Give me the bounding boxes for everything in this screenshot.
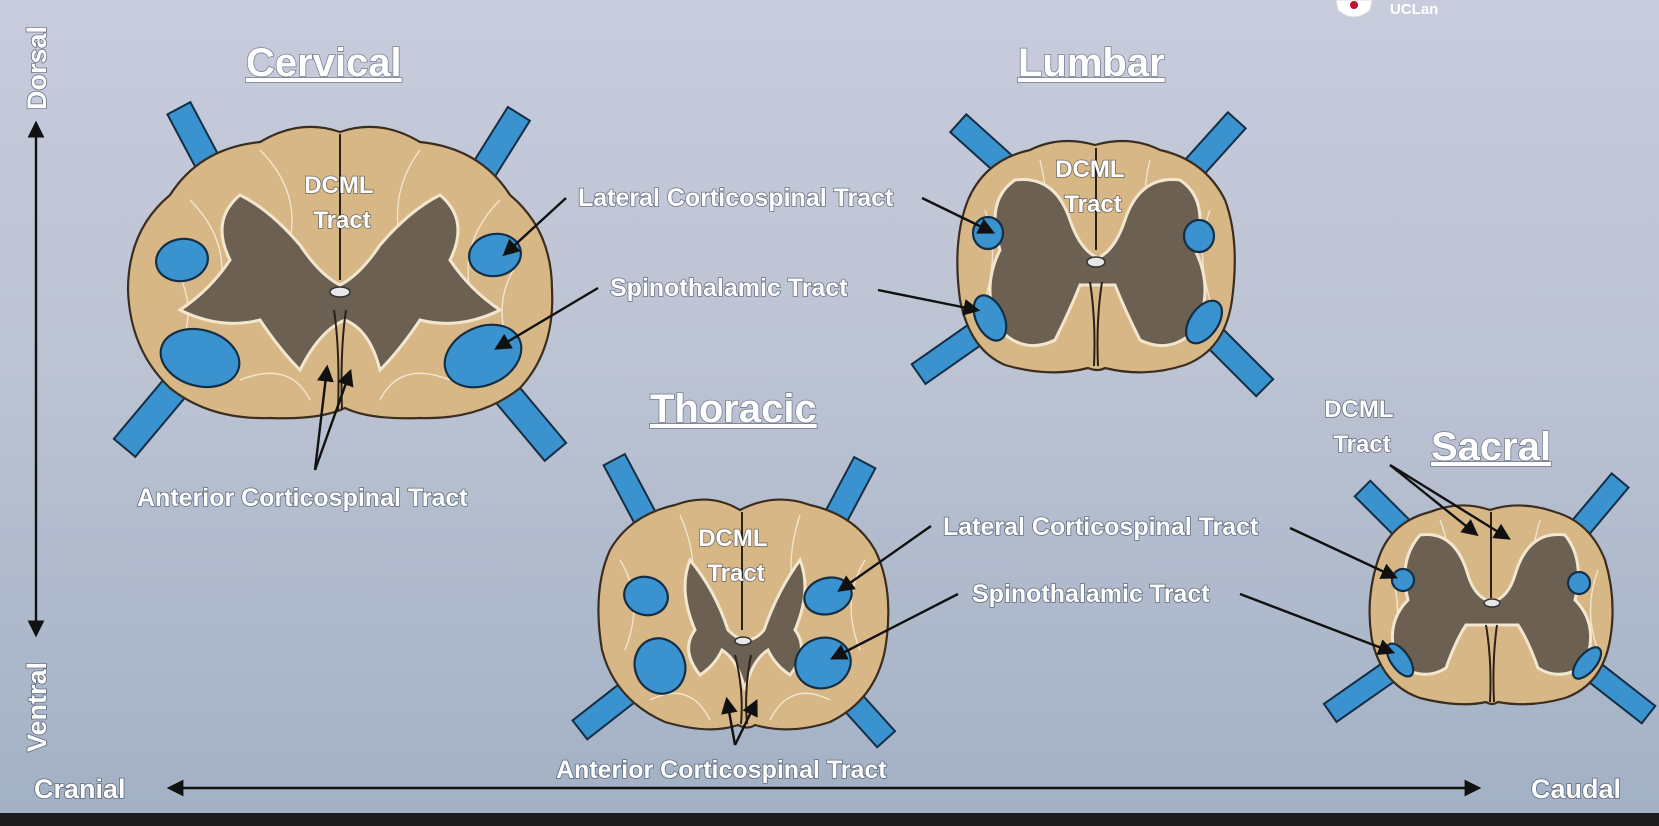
- logo-text: UCLan: [1390, 1, 1438, 18]
- lumbar-spinothalamic-left: [972, 294, 1008, 342]
- thoracic-dcml-line2: Tract: [707, 560, 764, 587]
- cervical-anterior-cst-label: Anterior Corticospinal Tract: [137, 484, 468, 512]
- top-shared-labels: Lateral Corticospinal Tract Spinothalami…: [494, 183, 996, 350]
- cervical-dcml-label: DCML Tract: [304, 172, 380, 234]
- lumbar-lateral-cst-right: [1182, 218, 1216, 254]
- lumbar-dcml-line2: Tract: [1064, 191, 1121, 218]
- sacral-central-canal: [1483, 598, 1501, 608]
- cranial-label: Cranial: [34, 774, 126, 804]
- cervical-central-canal: [329, 286, 351, 298]
- sacral-section: Sacral DCML Tract: [1322, 395, 1657, 725]
- lumbar-dcml-label: DCML Tract: [1055, 156, 1131, 218]
- ventral-label: Ventral: [22, 662, 52, 752]
- axes: Dorsal Ventral Cranial Caudal: [21, 25, 1622, 805]
- spinothalamic-bottom-label: Spinothalamic Tract: [972, 580, 1210, 608]
- lumbar-central-canal: [1086, 256, 1106, 268]
- lumbar-spinothalamic-right: [1184, 299, 1224, 345]
- dorsal-label: Dorsal: [22, 26, 52, 110]
- lumbar-lateral-cst-left: [971, 215, 1005, 251]
- cervical-section: Cervical DCML Tract Anterior Co: [112, 40, 568, 513]
- lateral-cst-top-label: Lateral Corticospinal Tract: [578, 184, 894, 212]
- thoracic-central-canal: [734, 636, 752, 646]
- sacral-spinothalamic-right: [1571, 646, 1603, 680]
- uclan-logo: UCLan: [1335, 0, 1438, 18]
- caudal-label: Caudal: [1531, 774, 1621, 804]
- sacral-dcml-label: DCML Tract: [1324, 396, 1400, 458]
- thoracic-section: Thoracic DCML Tract Anterior Corticospin…: [555, 386, 897, 785]
- thoracic-spinothalamic-left: [633, 637, 687, 695]
- thoracic-dcml-line1: DCML: [698, 525, 767, 552]
- cervical-dcml-line1: DCML: [304, 172, 373, 199]
- sacral-lateral-cst-right: [1566, 570, 1592, 596]
- spinothalamic-top-label: Spinothalamic Tract: [610, 274, 848, 302]
- lumbar-title: Lumbar: [1018, 41, 1165, 85]
- lateral-cst-bottom-label: Lateral Corticospinal Tract: [943, 513, 1259, 541]
- lumbar-section: Lumbar DCML Tract: [910, 40, 1275, 398]
- cervical-grey-matter: [177, 193, 503, 373]
- thoracic-lateral-cst-left: [623, 575, 669, 617]
- logo-emblem: [1350, 1, 1358, 9]
- sacral-lateral-cst-left: [1390, 567, 1416, 593]
- thoracic-title: Thoracic: [650, 387, 817, 431]
- lumbar-dcml-line1: DCML: [1055, 156, 1124, 183]
- cervical-spinothalamic-left: [159, 327, 241, 389]
- sacral-title: Sacral: [1431, 425, 1551, 469]
- cervical-dcml-line2: Tract: [313, 207, 370, 234]
- cervical-title: Cervical: [246, 41, 402, 85]
- bottom-shared-labels: Lateral Corticospinal Tract Spinothalami…: [830, 512, 1399, 660]
- sacral-dcml-line2: Tract: [1333, 431, 1390, 458]
- thoracic-dcml-label: DCML Tract: [698, 525, 774, 587]
- cervical-lateral-cst-left: [155, 237, 209, 283]
- thoracic-anterior-cst-label: Anterior Corticospinal Tract: [556, 756, 887, 784]
- sacral-dcml-line1: DCML: [1324, 396, 1393, 423]
